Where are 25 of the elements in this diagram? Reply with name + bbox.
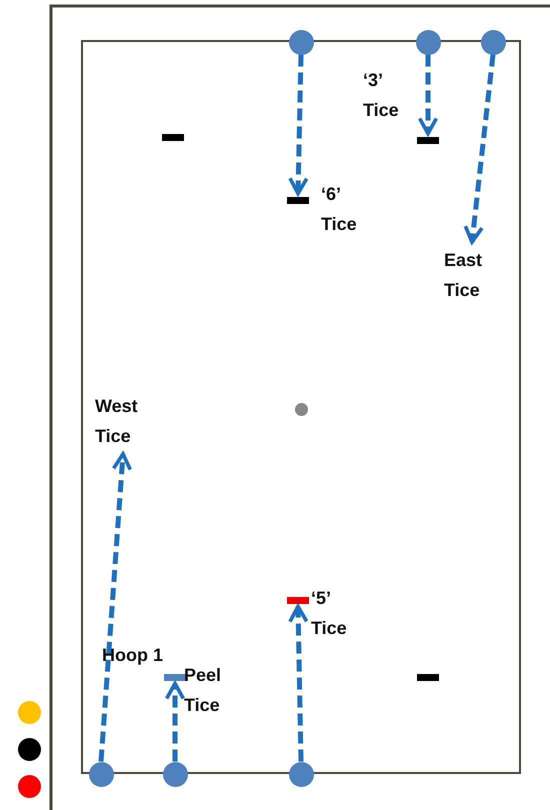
arrow (288, 604, 308, 762)
hoop-marker (162, 134, 184, 140)
ball (18, 774, 40, 798)
tice-label: West Tice (95, 391, 151, 451)
ball (288, 30, 314, 54)
peg (294, 402, 308, 416)
arrow (98, 452, 132, 762)
tice-label: Peel Tice (184, 664, 222, 716)
ball (288, 762, 314, 786)
arrow (164, 682, 186, 762)
ball (88, 762, 114, 786)
tice-label: ‘5’ Tice (311, 586, 348, 640)
arrow (464, 54, 496, 244)
hoop-label: Hoop 1 (102, 644, 164, 667)
tice-label: East Tice (444, 245, 500, 305)
ball (18, 700, 40, 724)
tice-label: ‘3’ Tice (363, 68, 400, 122)
ball (480, 30, 506, 54)
ball (162, 762, 188, 786)
arrow (418, 54, 438, 136)
ball (18, 738, 40, 760)
ball (416, 30, 440, 54)
arrow (288, 54, 308, 196)
tice-label: ‘6’ Tice (321, 182, 358, 236)
hoop-marker (417, 674, 439, 680)
